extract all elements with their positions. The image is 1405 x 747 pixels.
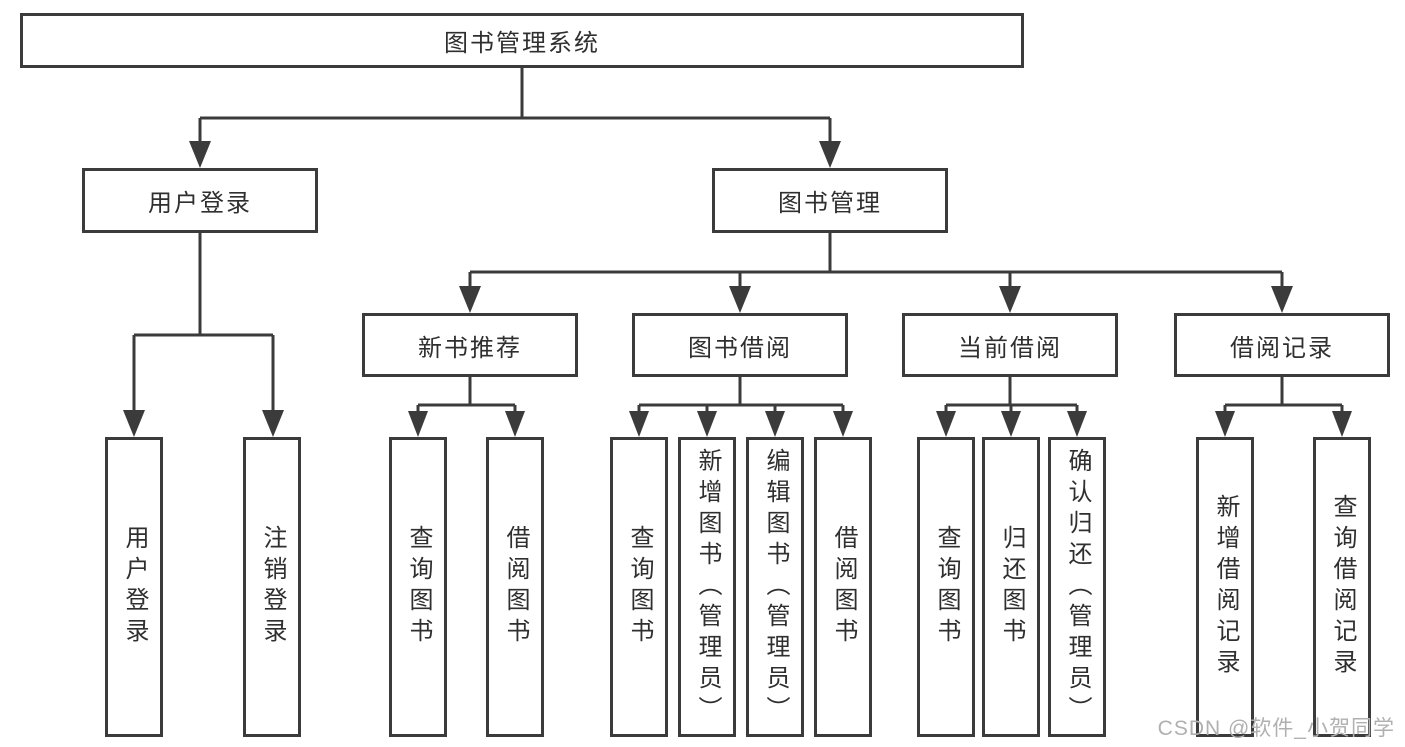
- node-new-book-recommend: 新书推荐: [362, 313, 578, 377]
- leaf-borrow-borrow-book: 借阅图书: [814, 437, 872, 737]
- edge-root-to-level2: [189, 68, 841, 168]
- edge-user-login-to-leaves: [123, 233, 284, 437]
- leaf-newbook-borrow-book: 借阅图书: [486, 437, 544, 737]
- csdn-watermark: CSDN @软件_小贺同学: [1157, 717, 1395, 740]
- edge-current-borrow-to-leaves: [936, 377, 1087, 437]
- node-user-login: 用户登录: [82, 168, 318, 233]
- leaf-current-return-book: 归还图书: [982, 437, 1040, 737]
- node-book-management: 图书管理: [712, 168, 948, 233]
- leaf-user-login: 用户登录: [105, 437, 163, 737]
- node-root-system: 图书管理系统: [20, 13, 1024, 68]
- leaf-record-query-record: 查询借阅记录: [1313, 437, 1371, 737]
- node-borrow-record: 借阅记录: [1174, 313, 1390, 377]
- leaf-logout: 注销登录: [243, 437, 301, 737]
- leaf-current-query-book: 查询图书: [917, 437, 975, 737]
- leaf-borrow-add-book-admin: 新增图书（管理员）: [678, 437, 736, 737]
- leaf-borrow-query-book: 查询图书: [610, 437, 668, 737]
- edge-book-management-to-level3: [459, 233, 1293, 313]
- node-book-borrow: 图书借阅: [632, 313, 848, 377]
- edge-new-book-recommend-to-leaves: [408, 377, 525, 437]
- leaf-newbook-query-book: 查询图书: [389, 437, 447, 737]
- leaf-borrow-edit-book-admin: 编辑图书（管理员）: [746, 437, 804, 737]
- node-current-borrow: 当前借阅: [902, 313, 1118, 377]
- leaf-current-confirm-return-admin: 确认归还（管理员）: [1048, 437, 1106, 737]
- edge-book-borrow-to-leaves: [629, 377, 853, 437]
- edge-borrow-record-to-leaves: [1215, 377, 1352, 437]
- leaf-record-add-record: 新增借阅记录: [1196, 437, 1254, 737]
